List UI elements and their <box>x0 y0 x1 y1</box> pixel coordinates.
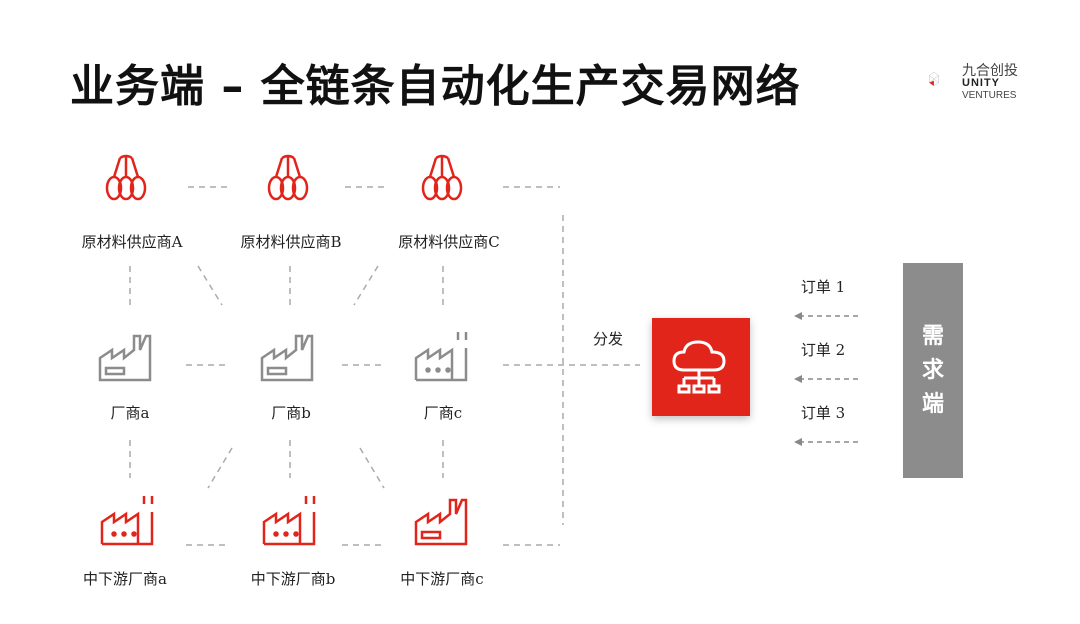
raw-material-roll-icon <box>421 154 463 201</box>
demand-char: 求 <box>921 357 944 383</box>
unity-ventures-logo <box>929 71 939 87</box>
downstream-factory-icon <box>414 498 468 546</box>
raw-material-roll-icon <box>267 154 309 201</box>
demand-side-box: 需 求 端 <box>903 263 963 478</box>
page-title: 业务端 – 全链条自动化生产交易网络 <box>70 61 801 112</box>
factory-icon <box>414 332 468 382</box>
cloud-network-icon <box>672 340 726 394</box>
factory-label-c: 厂商c <box>423 404 463 422</box>
logo-en-text: UNITY <box>962 77 1000 89</box>
order-label-1: 订单 1 <box>800 278 846 296</box>
downstream-label-a: 中下游厂商a <box>83 570 167 588</box>
factory-icon <box>260 334 314 382</box>
supplier-label-c: 原材料供应商C <box>398 233 500 251</box>
downstream-factory-icon <box>262 496 316 546</box>
demand-char: 端 <box>921 391 944 417</box>
cloud-hub <box>652 318 750 416</box>
order-label-2: 订单 2 <box>800 341 846 359</box>
supplier-label-b: 原材料供应商B <box>240 233 342 251</box>
factory-label-a: 厂商a <box>110 404 150 422</box>
downstream-label-b: 中下游厂商b <box>250 570 336 588</box>
factory-label-b: 厂商b <box>271 404 311 422</box>
demand-char: 需 <box>921 323 944 349</box>
distribute-label: 分发 <box>592 330 623 348</box>
downstream-label-c: 中下游厂商c <box>400 570 484 588</box>
raw-material-roll-icon <box>105 154 147 201</box>
order-label-3: 订单 3 <box>800 404 846 422</box>
supplier-label-a: 原材料供应商A <box>81 233 183 251</box>
logo-cn-text: 九合创投 <box>962 63 1018 79</box>
factory-icon <box>98 334 152 382</box>
downstream-factory-icon <box>100 496 154 546</box>
logo-en-subtext: VENTURES <box>962 90 1017 101</box>
